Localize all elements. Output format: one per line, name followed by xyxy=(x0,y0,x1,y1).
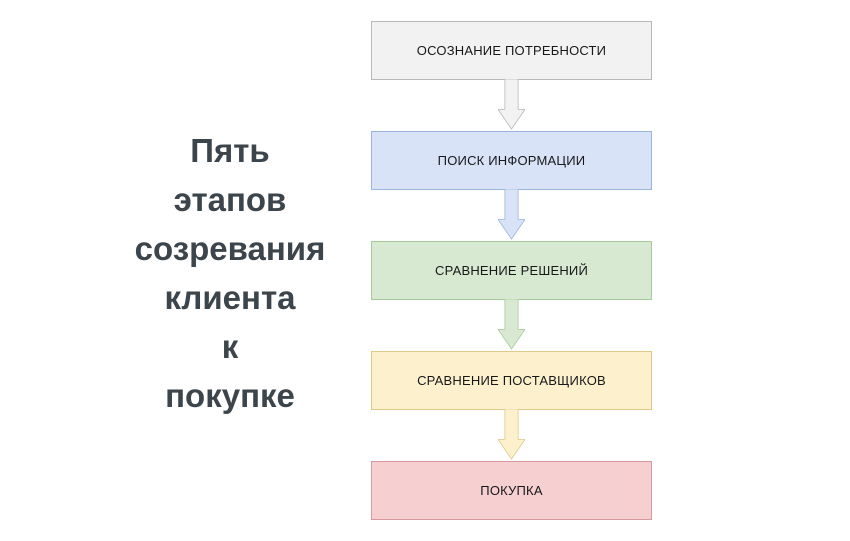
flow-step-solutions-comparison[interactable]: СРАВНЕНИЕ РЕШЕНИЙ xyxy=(371,241,652,300)
process-flow: ОСОЗНАНИЕ ПОТРЕБНОСТИ ПОИСК ИНФОРМАЦИИ С… xyxy=(371,21,652,520)
flow-step-label-5: ПОКУПКА xyxy=(371,461,652,520)
down-arrow-icon xyxy=(498,409,525,460)
flow-step-label-2: ПОИСК ИНФОРМАЦИИ xyxy=(371,131,652,190)
connector-1-2 xyxy=(371,79,652,131)
flow-step-awareness-of-need[interactable]: ОСОЗНАНИЕ ПОТРЕБНОСТИ xyxy=(371,21,652,80)
flow-step-purchase[interactable]: ПОКУПКА xyxy=(371,461,652,520)
connector-4-5 xyxy=(371,409,652,461)
down-arrow-icon xyxy=(498,189,525,240)
page-title: Пять этапов созревания клиента к покупке xyxy=(134,132,326,414)
flow-step-information-search[interactable]: ПОИСК ИНФОРМАЦИИ xyxy=(371,131,652,190)
flow-step-label-1: ОСОЗНАНИЕ ПОТРЕБНОСТИ xyxy=(371,21,652,80)
connector-3-4 xyxy=(371,299,652,351)
connector-2-3 xyxy=(371,189,652,241)
flow-step-label-3: СРАВНЕНИЕ РЕШЕНИЙ xyxy=(371,241,652,300)
down-arrow-icon xyxy=(498,79,525,130)
down-arrow-icon xyxy=(498,299,525,350)
flow-step-label-4: СРАВНЕНИЕ ПОСТАВЩИКОВ xyxy=(371,351,652,410)
flow-step-vendors-comparison[interactable]: СРАВНЕНИЕ ПОСТАВЩИКОВ xyxy=(371,351,652,410)
